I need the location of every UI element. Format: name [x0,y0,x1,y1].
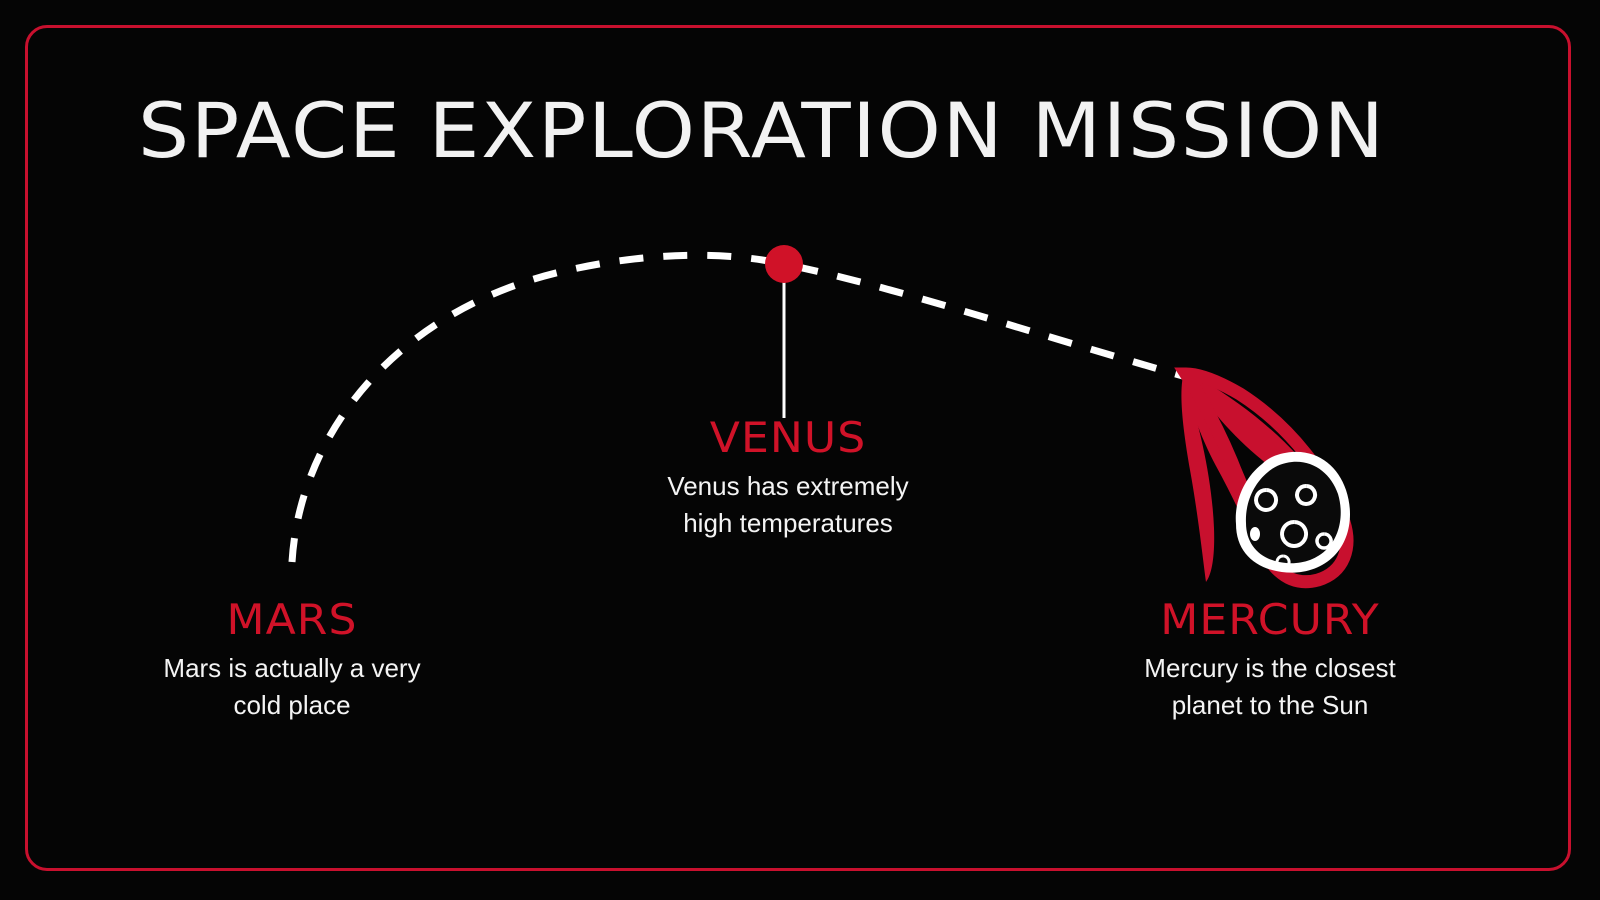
planet-description-venus: Venus has extremely high temperatures [608,468,968,542]
asteroid-crater-2 [1295,484,1318,506]
planet-description-mercury-line2: planet to the Sun [1171,690,1369,720]
comet-tail-sweep [1174,367,1354,589]
asteroid-crater-1 [1254,488,1279,512]
planet-description-mercury: Mercury is the closest planet to the Sun [1090,650,1450,724]
planet-description-mercury-line1: Mercury is the closest [1144,653,1396,683]
planet-name-mars: MARS [226,595,358,644]
asteroid-crater-3 [1280,520,1309,548]
asteroid-crater-4 [1315,532,1333,550]
dashed-arc-trajectory [288,251,1191,563]
asteroid-crater-5 [1250,527,1260,541]
planet-block-mars: MARS Mars is actually a very cold place [112,596,472,724]
comet-tail-streak-inner [1181,376,1215,582]
planet-description-venus-line2: high temperatures [683,508,893,538]
comet-tail-streak-outer [1188,372,1342,540]
planet-block-mercury: MERCURY Mercury is the closest planet to… [1090,596,1450,724]
planet-description-mars-line2: cold place [233,690,351,720]
planet-block-venus: VENUS Venus has extremely high temperatu… [608,414,968,542]
comet-asteroid [1174,367,1354,589]
red-dot-marker [765,245,803,283]
planet-description-mars: Mars is actually a very cold place [112,650,472,724]
asteroid-crater-6 [1275,554,1291,570]
page-title: SPACE EXPLORATION MISSION [138,86,1386,175]
planet-description-venus-line1: Venus has extremely [667,471,909,501]
planet-name-venus: VENUS [709,413,867,462]
planet-name-mercury: MERCURY [1160,595,1380,644]
planet-description-mars-line1: Mars is actually a very [163,653,421,683]
